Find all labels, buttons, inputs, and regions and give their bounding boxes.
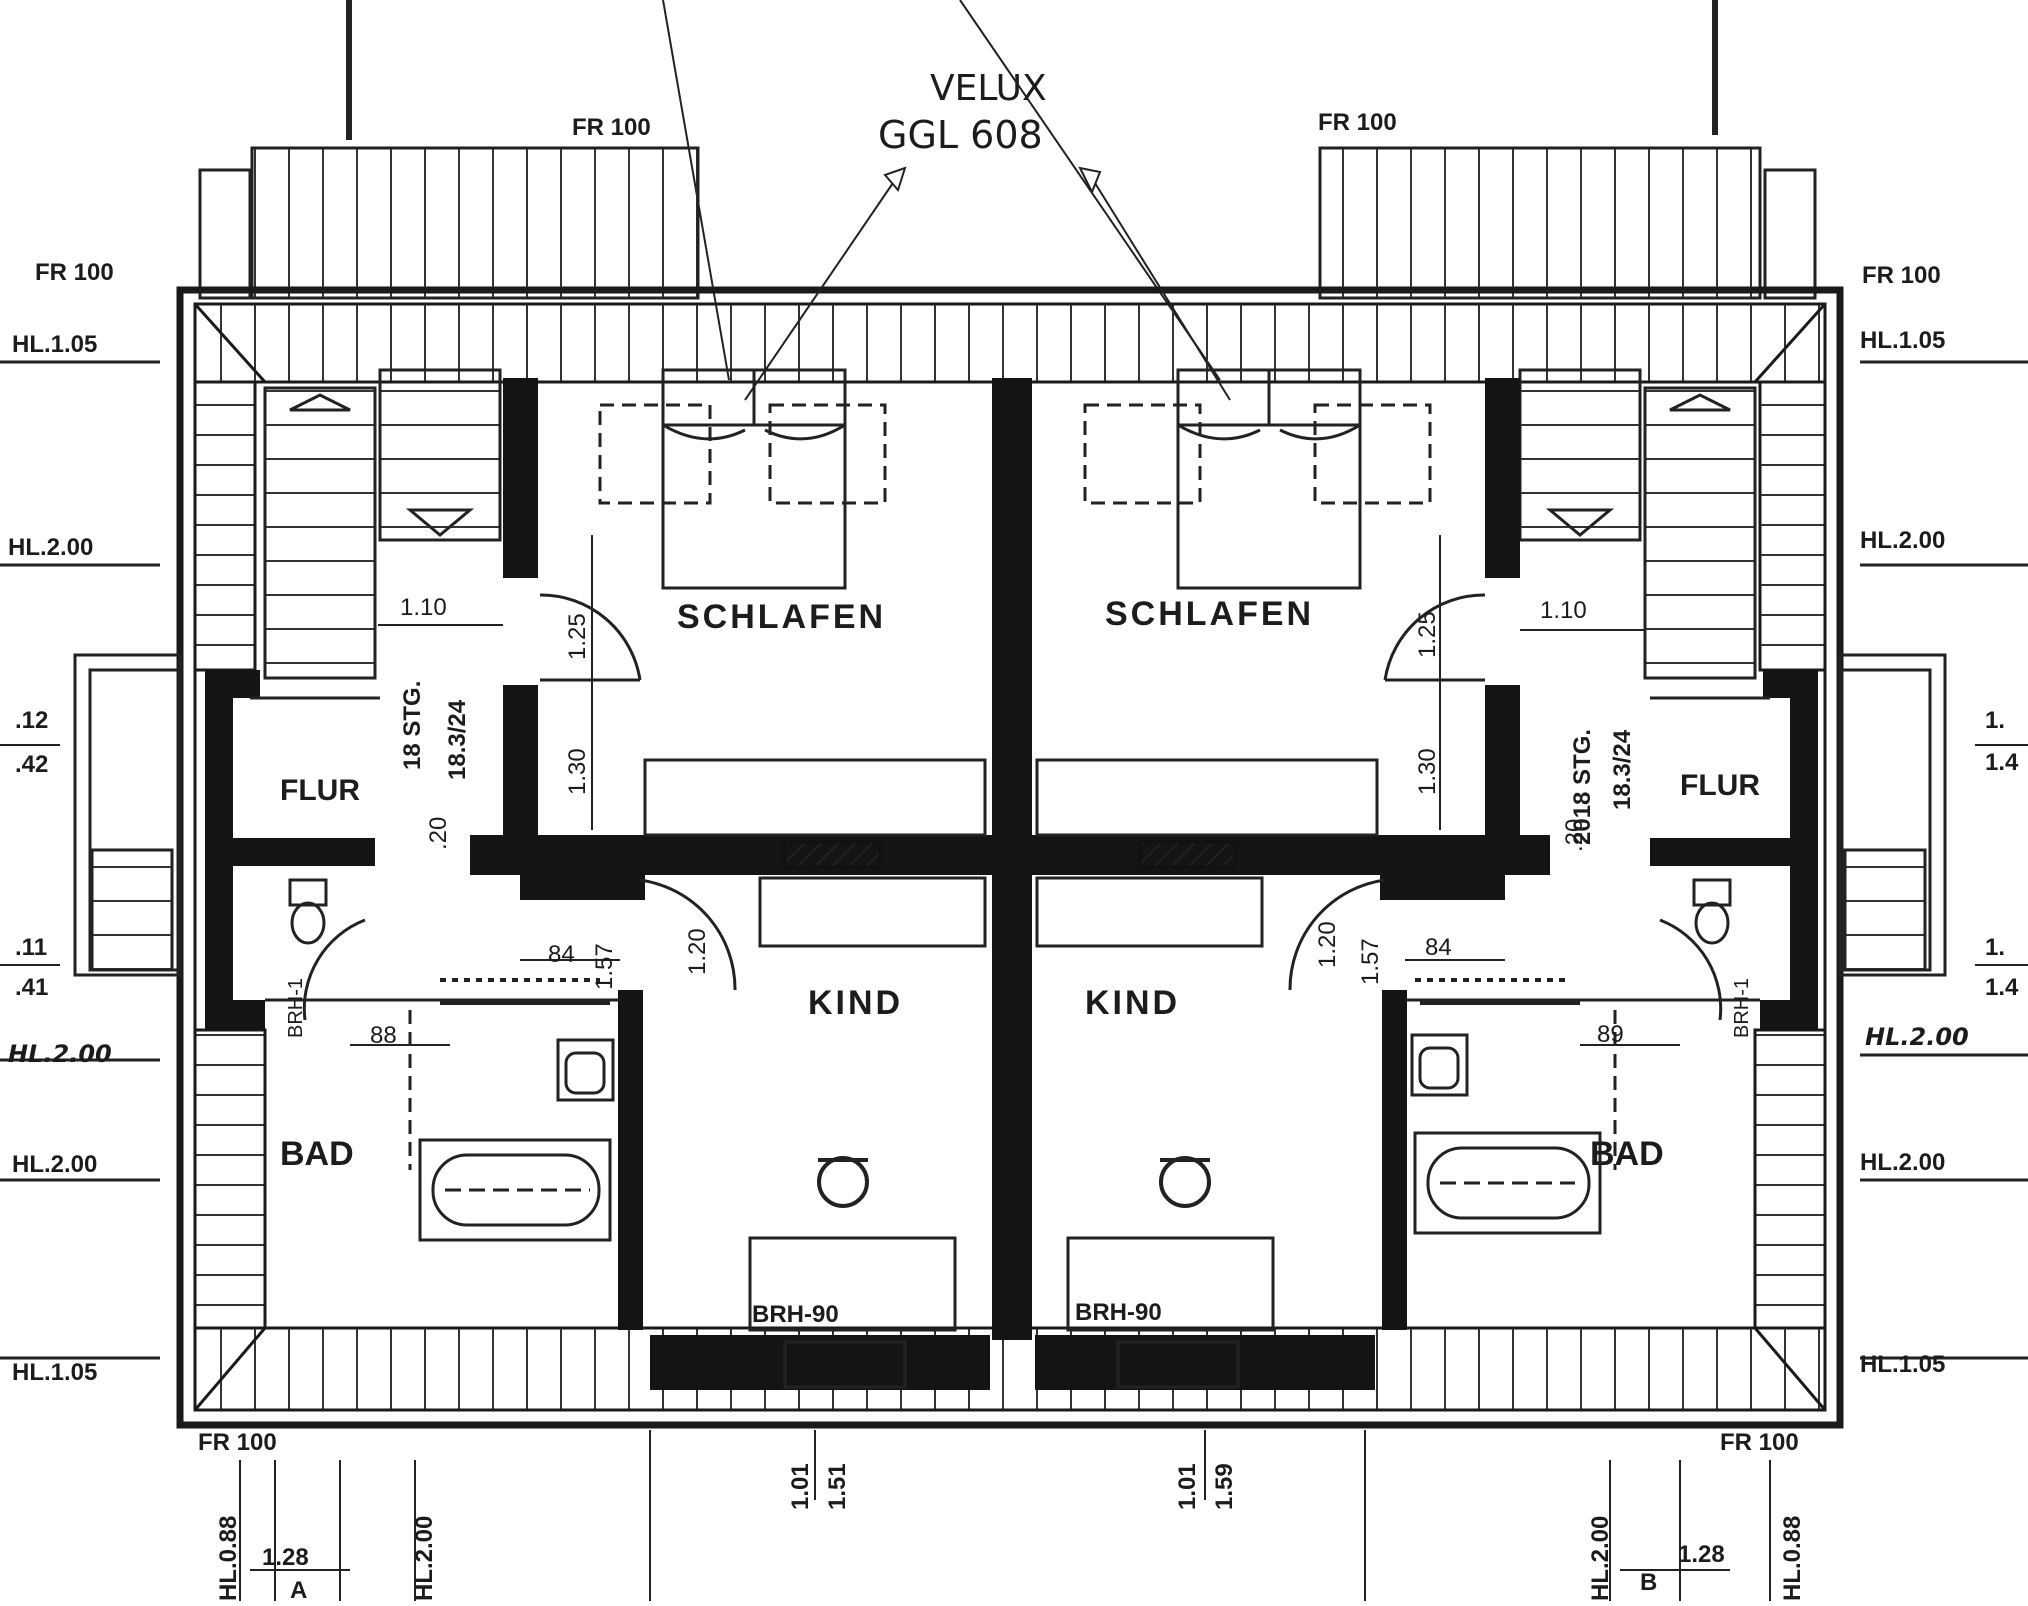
stairs xyxy=(263,368,1757,680)
height-labels: HL.1.05 HL.2.00 HL.2.00 HL.2.00 HL.1.05 … xyxy=(8,327,1969,1386)
walls xyxy=(205,378,1818,1390)
dim-left-11: .11 xyxy=(15,934,47,961)
side-balconies xyxy=(73,653,1947,977)
bathroom-fixtures xyxy=(288,878,1732,1242)
dim-110-left: 1.10 xyxy=(400,594,447,621)
axis-letter-a: A xyxy=(290,1577,307,1601)
fire-rating-labels: FR 100 FR 100 FR 100 FR 100 FR 100 FR 10… xyxy=(35,109,1941,1456)
dim-hl088-left: HL.0.88 xyxy=(215,1516,242,1601)
fr-label-right: FR 100 xyxy=(1862,262,1941,289)
dim-130-right: 1.30 xyxy=(1414,748,1441,795)
velux-label: VELUX xyxy=(930,68,1047,109)
dim-89-right: 89 xyxy=(1597,1021,1624,1048)
dim-left-41: .41 xyxy=(15,974,48,1001)
double-beds xyxy=(598,368,1432,590)
dim-88-left: 88 xyxy=(370,1022,397,1049)
dim-84-left: 84 xyxy=(548,941,575,968)
dim-157-right: 1.57 xyxy=(1357,938,1384,985)
dim-130-left: 1.30 xyxy=(564,748,591,795)
dim-brh90-left: BRH-90 xyxy=(752,1301,839,1328)
dim-110-right: 1.10 xyxy=(1540,597,1587,624)
stair-steps-left: 18 STG. xyxy=(399,681,426,770)
interior-lines xyxy=(250,696,1770,1389)
hl-right-top: HL.1.05 xyxy=(1860,327,1945,354)
dim-hl088-right: HL.0.88 xyxy=(1779,1516,1806,1601)
dim-right-1c: 1. xyxy=(1985,934,2005,961)
fr-label-left: FR 100 xyxy=(35,259,114,286)
fr-label-top-right: FR 100 xyxy=(1318,109,1397,136)
hl-right-upper: HL.2.00 xyxy=(1860,527,1945,554)
room-labels: SCHLAFEN SCHLAFEN KIND KIND FLUR FLUR BA… xyxy=(280,595,1760,1173)
fr-label-bottom-left: FR 100 xyxy=(198,1429,277,1456)
dim-157-left: 1.57 xyxy=(591,943,618,990)
dim-128-left: 1.28 xyxy=(262,1544,309,1571)
room-label-bad-left: BAD xyxy=(280,1135,354,1173)
dim-101-right: 1.01 xyxy=(1174,1463,1201,1510)
dimension-lines xyxy=(0,360,2028,1601)
velux-model-label: GGL 608 xyxy=(878,113,1043,157)
door-swings xyxy=(302,593,1723,1021)
dim-right-1a: 1. xyxy=(1985,707,2005,734)
hl-left-bottom: HL.1.05 xyxy=(12,1359,97,1386)
dim-120-right: 1.20 xyxy=(1314,921,1341,968)
hl-left-mid: HL.2.00 xyxy=(8,1040,112,1068)
room-label-kind-left: KIND xyxy=(808,984,903,1022)
dim-brh1-right: BRH-1 xyxy=(1731,978,1753,1038)
dimension-labels: 1.10 1.10 1.25 1.25 1.30 1.30 1.20 1.20 … xyxy=(15,594,2019,1604)
dim-20-left: .20 xyxy=(425,817,452,850)
room-label-schlafen-right: SCHLAFEN xyxy=(1105,595,1314,633)
dim-125-right: 1.25 xyxy=(1414,611,1441,658)
axis-letter-b: B xyxy=(1640,1569,1657,1596)
chimney-flues xyxy=(783,840,1237,869)
room-label-schlafen-left: SCHLAFEN xyxy=(677,598,886,636)
dim-right-1d: 1.4 xyxy=(1985,974,2019,1001)
stair-ratio-left: 18.3/24 xyxy=(444,699,471,780)
fr-label-bottom-right: FR 100 xyxy=(1720,1429,1799,1456)
room-label-flur-left: FLUR xyxy=(280,774,360,807)
ceiling-lamps xyxy=(817,1156,1211,1208)
dim-159: 1.59 xyxy=(1211,1463,1238,1510)
hl-left-top: HL.1.05 xyxy=(12,331,97,358)
dim-128-right: 1.28 xyxy=(1678,1541,1725,1568)
callout-velux: VELUX GGL 608 xyxy=(878,68,1047,157)
hl-right-bottom: HL.1.05 xyxy=(1860,1351,1945,1378)
dim-left-42: .42 xyxy=(15,751,48,778)
hl-right-lower: HL.2.00 xyxy=(1860,1149,1945,1176)
fr-label-top-left: FR 100 xyxy=(572,114,651,141)
dim-hl200-left: HL.2.00 xyxy=(411,1516,438,1601)
room-label-bad-right: BAD xyxy=(1590,1135,1664,1173)
stair-steps-right: 2018 STG. xyxy=(1569,729,1596,845)
velux-leaders xyxy=(744,166,1231,401)
dim-brh90-right: BRH-90 xyxy=(1075,1299,1162,1326)
dim-120-left: 1.20 xyxy=(684,928,711,975)
stair-ratio-right: 18.3/24 xyxy=(1609,729,1636,810)
dim-151: 1.51 xyxy=(824,1463,851,1510)
dim-101-left: 1.01 xyxy=(787,1463,814,1510)
hl-right-mid: HL.2.00 xyxy=(1865,1023,1969,1051)
stair-labels: 18 STG. 18.3/24 2018 STG. 18.3/24 xyxy=(399,681,1636,845)
dim-84-right: 84 xyxy=(1425,934,1452,961)
top-elements xyxy=(198,0,1817,381)
dim-hl200-right: HL.2.00 xyxy=(1587,1516,1614,1601)
room-label-flur-right: FLUR xyxy=(1680,769,1760,802)
dim-right-1b: 1.4 xyxy=(1985,749,2019,776)
dim-125-left: 1.25 xyxy=(564,613,591,660)
hl-left-upper: HL.2.00 xyxy=(8,534,93,561)
hl-left-lower: HL.2.00 xyxy=(12,1151,97,1178)
dim-left-12: .12 xyxy=(15,707,48,734)
room-label-kind-right: KIND xyxy=(1085,984,1180,1022)
dim-20-right: .20 xyxy=(1561,819,1588,852)
dim-brh1-left: BRH-1 xyxy=(285,978,307,1038)
